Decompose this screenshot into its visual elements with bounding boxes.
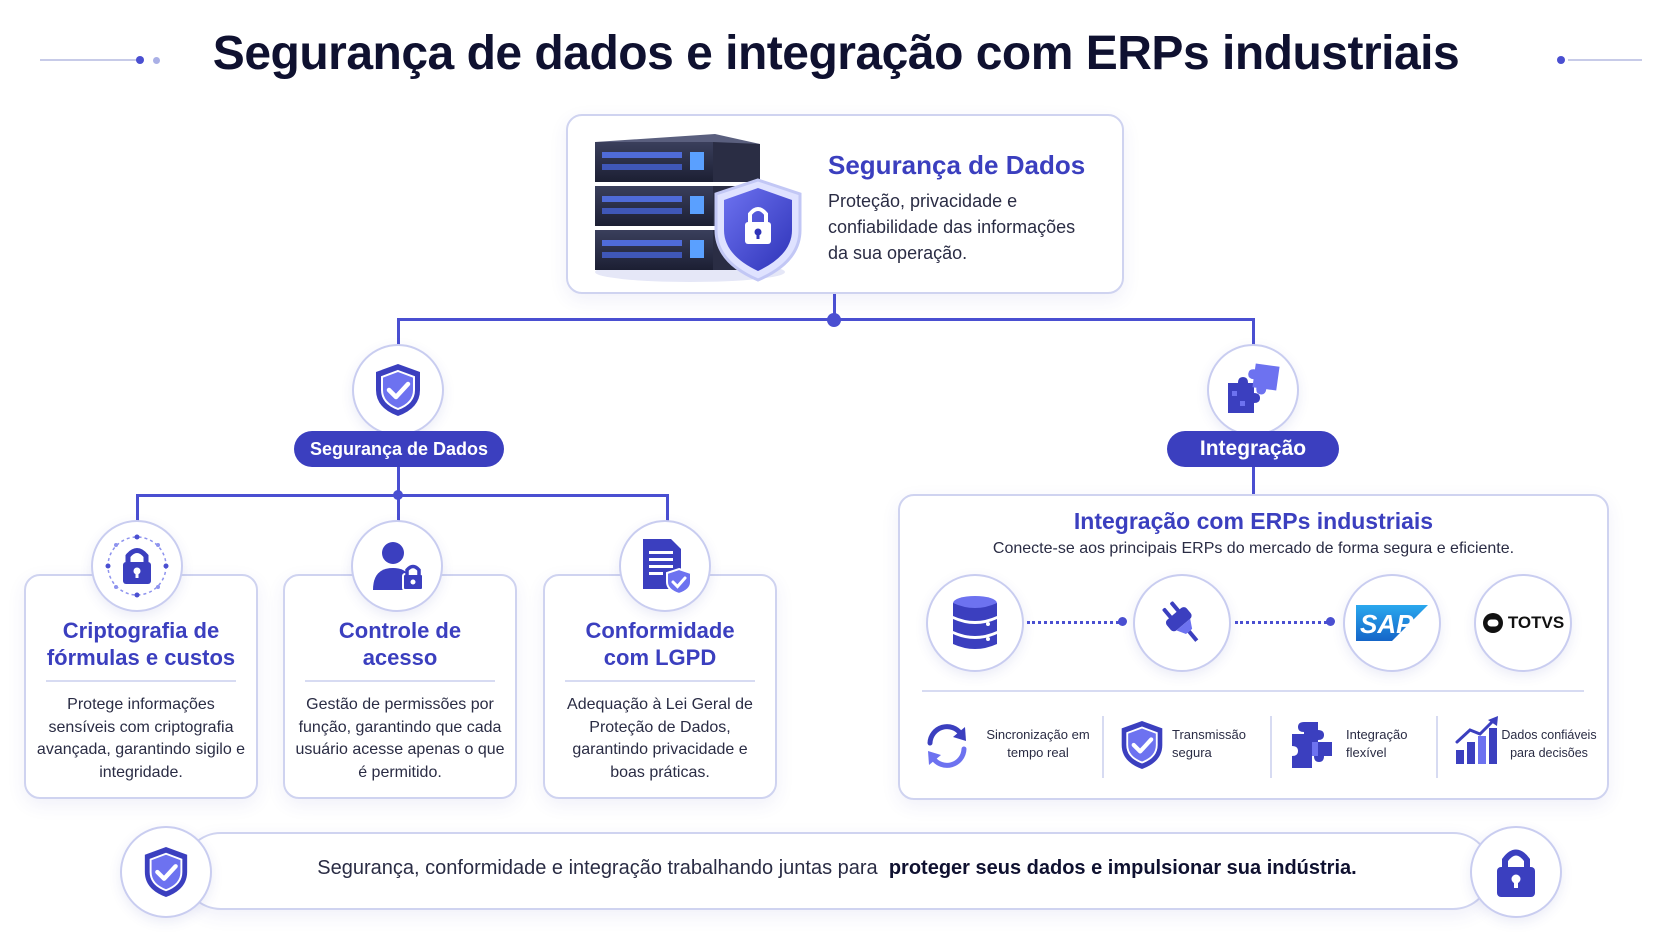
totvs-logo-text: TOTVS	[1507, 613, 1565, 632]
sync-icon	[927, 724, 967, 768]
flow-connector-2	[1235, 621, 1327, 624]
connector-security-down	[397, 467, 400, 496]
branch-integration-circle	[1207, 344, 1299, 436]
banner-text-regular: Segurança, conformidade e integração tra…	[317, 857, 878, 879]
puzzle-icon	[1292, 722, 1332, 768]
connector-node	[827, 313, 841, 327]
connector-left-down	[397, 318, 400, 346]
connector-feature-2	[397, 494, 400, 522]
sap-logo: SAP	[1356, 605, 1428, 641]
bottom-banner	[182, 832, 1492, 910]
branch-security-label: Segurança de Dados	[294, 431, 504, 467]
flow-plug-circle	[1133, 574, 1231, 672]
shield-check-icon	[1121, 721, 1163, 769]
integration-separator	[922, 690, 1584, 692]
shield-check-icon	[144, 847, 188, 897]
benefit-separator-3	[1436, 716, 1438, 778]
benefit-separator-1	[1102, 716, 1104, 778]
title-dot-left-light	[153, 56, 160, 64]
sap-logo-text: SAP	[1360, 609, 1414, 639]
branch-integration-label: Integração	[1167, 431, 1339, 467]
database-icon	[953, 596, 997, 649]
puzzle-icon	[1228, 363, 1280, 413]
banner-text-bold: proteger seus dados e impulsionar sua in…	[888, 857, 1357, 879]
feature-access-description: Gestão de permissões por função, garanti…	[295, 696, 505, 781]
benefit-separator-2	[1270, 716, 1272, 778]
branch-security-circle	[352, 344, 444, 436]
banner-right-circle	[1470, 826, 1562, 918]
feature-lgpd-circle	[619, 520, 711, 612]
feature-encryption-separator	[46, 680, 236, 682]
feature-encryption-title: Criptografia de fórmulas e custos	[46, 618, 236, 670]
feature-access-title: Controle de acesso	[338, 618, 462, 670]
page-title: Segurança de dados e integração com ERPs…	[212, 27, 1460, 80]
document-shield-icon	[643, 539, 692, 595]
bar-chart-icon	[1455, 716, 1498, 764]
lock-circuit-icon	[105, 534, 169, 598]
connector-feature-1	[136, 494, 139, 522]
benefit-data-label: Dados confiáveis para decisões	[1501, 728, 1597, 760]
title-line-right	[1568, 59, 1642, 61]
title-dot-right	[1557, 56, 1565, 64]
shield-check-icon	[376, 364, 420, 416]
flow-totvs-circle: TOTVS	[1474, 574, 1572, 672]
feature-encryption-description: Protege informações sensíveis com cripto…	[36, 696, 246, 781]
integration-title: Integração com ERPs industriais	[1073, 508, 1434, 534]
feature-access-circle	[351, 520, 443, 612]
flow-connector-1	[1027, 621, 1119, 624]
feature-lgpd-title: Conformidade com LGPD	[585, 618, 735, 670]
flow-node-1	[1118, 617, 1127, 626]
feature-lgpd-description: Adequação à Lei Geral de Proteção de Dad…	[567, 696, 753, 781]
connector-feature-3	[666, 494, 669, 522]
feature-encryption-circle	[91, 520, 183, 612]
feature-lgpd-separator	[565, 680, 755, 682]
integration-subtitle: Conecte-se aos principais ERPs do mercad…	[992, 540, 1515, 557]
title-dot-left	[136, 56, 144, 64]
lock-icon	[1497, 849, 1535, 897]
flow-node-2	[1326, 617, 1335, 626]
top-card-description: Proteção, privacidade e confiabilidade d…	[828, 191, 1076, 263]
user-lock-icon	[373, 542, 424, 591]
flow-sap-circle: SAP	[1343, 574, 1441, 672]
banner-text: Segurança, conformidade e integração tra…	[182, 857, 1492, 880]
connector-right-down	[1252, 318, 1255, 346]
feature-access-separator	[305, 680, 495, 682]
benefit-sync-label: Sincronização em tempo real	[986, 727, 1090, 760]
benefit-secure-label: Transmissão segura	[1172, 727, 1246, 760]
plug-icon	[1162, 601, 1199, 642]
connector-horizontal	[397, 318, 1255, 321]
top-card-title: Segurança de Dados	[828, 150, 1086, 180]
banner-left-circle	[120, 826, 212, 918]
totvs-logo-icon	[1482, 613, 1503, 633]
server-shield-icon	[595, 134, 802, 282]
benefit-flexible-label: Integração flexível	[1346, 727, 1408, 760]
flow-database-circle	[926, 574, 1024, 672]
connector-integration-down	[1252, 467, 1255, 496]
title-line-left	[40, 59, 140, 61]
connector-top	[833, 294, 836, 320]
